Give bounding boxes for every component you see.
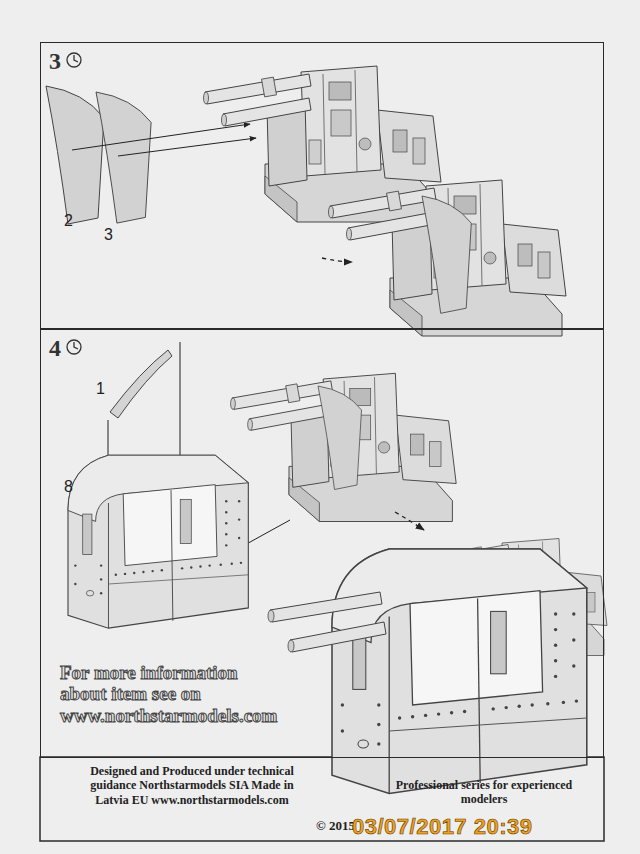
maker-info: Designed and Produced under technical gu… [78,764,306,807]
illustration-line [67,340,81,354]
step-number: 4 [49,336,61,360]
illustration-line [329,180,567,336]
illustration-line [290,622,386,652]
illustration-line [96,92,151,223]
illustration-line [46,86,104,224]
result-arrow [395,512,424,530]
illustration-line [231,373,457,521]
strip-part [110,350,172,418]
illustration-line [180,342,181,470]
copyright: © 2015 [316,818,355,834]
photo-timestamp: 03/07/2017 20:39 [352,814,533,840]
part-number: 1 [96,380,105,398]
info-note: For more information about item see on w… [60,662,275,726]
shield-part [46,86,151,224]
fitted-shield [318,386,362,490]
assembled-turret [268,539,607,794]
illustration-line [118,138,256,156]
series-note: Professional series for experienced mode… [384,778,584,807]
part-number: 2 [64,212,73,230]
leader-line [72,124,256,156]
illustration-line [268,610,274,622]
illustration-line [270,592,382,622]
illustration-line [68,455,248,628]
fitted-shield [422,196,471,313]
illustration-line [67,53,81,67]
illustration-line [74,342,78,349]
step-number: 3 [49,49,61,73]
part-number: 8 [64,478,73,496]
illustration-line [332,549,587,793]
step-panel: 3 [40,42,604,329]
illustration-line [288,640,294,652]
illustration-line [74,55,78,62]
illustration-line [72,124,250,150]
part-number: 3 [104,226,113,244]
result-arrow [322,258,352,262]
